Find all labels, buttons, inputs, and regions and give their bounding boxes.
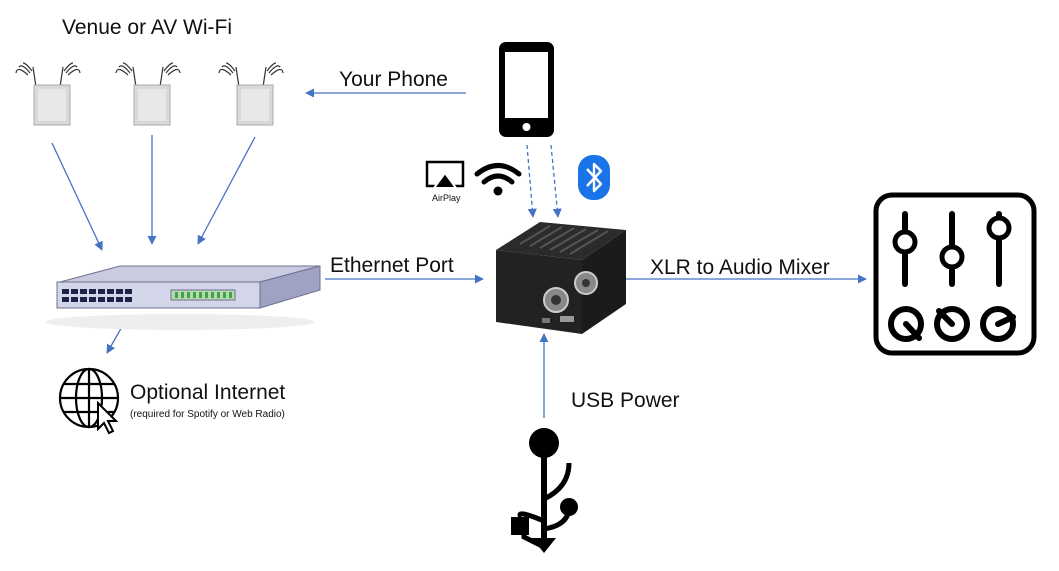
access-point-icon [218, 62, 284, 126]
ethernet-label: Ethernet Port [330, 254, 454, 277]
phone-wireless-arrow-2 [550, 144, 562, 218]
phone-icon [499, 42, 554, 137]
wifi-title: Venue or AV Wi-Fi [62, 16, 233, 39]
usb-label: USB Power [571, 389, 680, 412]
network-switch-icon [45, 265, 321, 330]
audio-device-icon [496, 222, 626, 334]
access-point-icon [15, 62, 81, 126]
usb-icon [511, 428, 578, 553]
xlr-label: XLR to Audio Mixer [650, 256, 830, 279]
phone-label: Your Phone [339, 68, 448, 91]
switch-to-internet-arrow [106, 324, 124, 354]
ap1-to-switch-arrow [51, 142, 103, 251]
internet-label: Optional Internet [130, 381, 286, 404]
globe-cursor-icon [58, 367, 120, 435]
bluetooth-icon [578, 155, 610, 200]
airplay-label: AirPlay [432, 193, 461, 203]
airplay-icon [425, 160, 465, 189]
phone-wireless-arrow-1 [526, 144, 537, 218]
wifi-icon [474, 163, 522, 196]
ap3-to-switch-arrow [197, 136, 256, 245]
mixer-icon [873, 192, 1037, 356]
internet-note: (required for Spotify or Web Radio) [130, 409, 285, 420]
access-point-icon [115, 62, 181, 126]
